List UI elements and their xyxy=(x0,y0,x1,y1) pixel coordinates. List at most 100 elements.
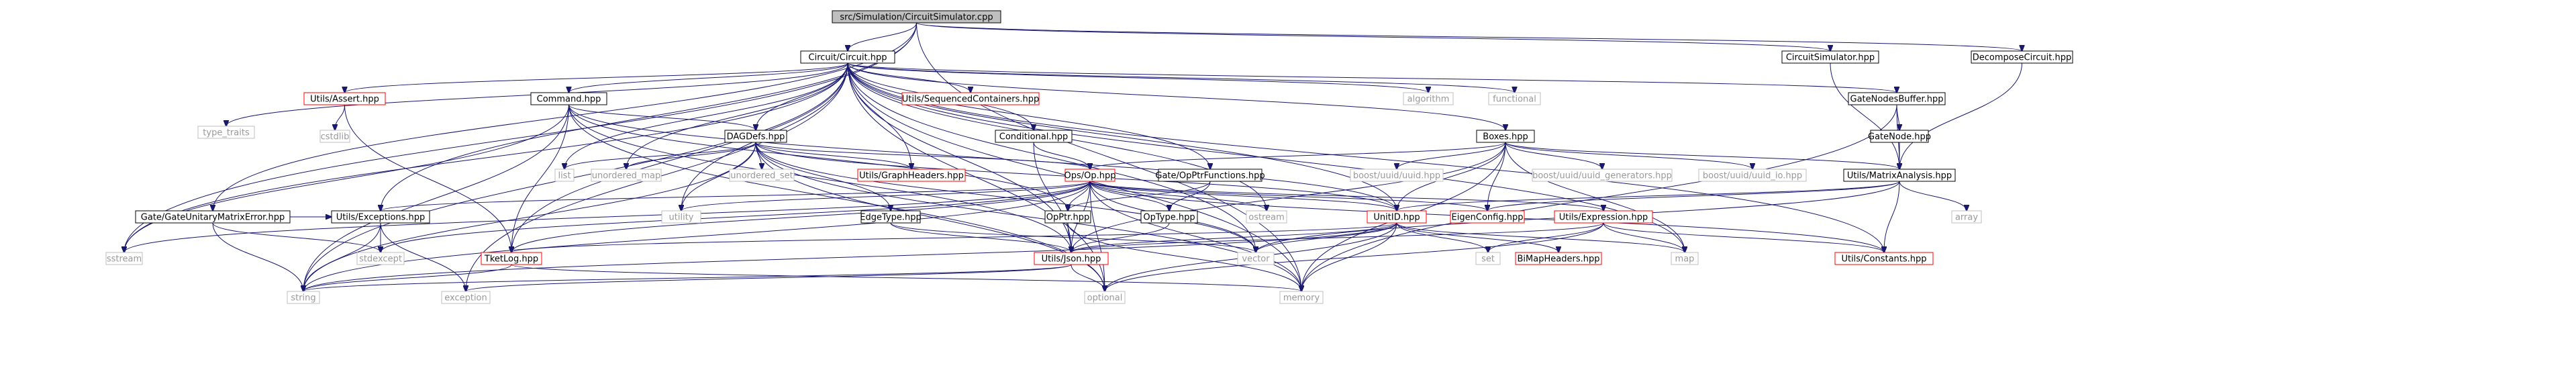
edge-root-to-decompose xyxy=(916,22,2022,51)
node-conditional[interactable]: Conditional.hpp xyxy=(995,130,1073,143)
node-label: Utils/Assert.hpp xyxy=(310,95,379,105)
node-label: Utils/Constants.hpp xyxy=(1841,254,1926,265)
node-label: set xyxy=(1481,254,1495,265)
edge-circuit-to-vector xyxy=(847,62,1256,252)
node-constants[interactable]: Utils/Constants.hpp xyxy=(1834,252,1934,265)
edges-layer xyxy=(124,22,2022,291)
edge-assert-to-tketlog xyxy=(344,104,512,252)
node-label: Utils/Json.hpp xyxy=(1042,254,1101,265)
edge-boxes-to-uuid_gen xyxy=(1505,142,1602,169)
node-box xyxy=(1367,210,1427,224)
node-box xyxy=(857,169,966,182)
node-circuit[interactable]: Circuit/Circuit.hpp xyxy=(800,50,895,64)
edge-matrixanalysis-to-eigenconfig xyxy=(1487,181,1900,211)
node-gatenode[interactable]: GateNode.hpp xyxy=(1868,130,1931,143)
edge-json-to-exception xyxy=(466,264,1072,291)
node-box xyxy=(1350,169,1444,182)
edge-opsop-to-unitid xyxy=(1089,181,1397,211)
edge-opsop-to-optype xyxy=(1089,181,1169,211)
node-box xyxy=(1237,252,1275,265)
node-expression[interactable]: Utils/Expression.hpp xyxy=(1554,210,1653,224)
node-unitid[interactable]: UnitID.hpp xyxy=(1367,210,1427,224)
node-bimap[interactable]: BiMapHeaders.hpp xyxy=(1515,252,1602,265)
edge-circuit-to-constants xyxy=(847,62,1884,252)
node-label: UnitID.hpp xyxy=(1373,213,1420,223)
node-label: EigenConfig.hpp xyxy=(1452,213,1524,223)
node-opptrfunc[interactable]: Gate/OpPtrFunctions.hpp xyxy=(1155,169,1265,182)
node-box xyxy=(356,252,405,265)
node-boxes[interactable]: Boxes.hpp xyxy=(1476,130,1535,143)
node-memory: memory xyxy=(1279,291,1324,304)
edge-edgetype-to-vector xyxy=(890,222,1256,252)
node-gatenodesbuffer[interactable]: GateNodesBuffer.hpp xyxy=(1848,92,1946,105)
node-box xyxy=(135,210,291,224)
node-box xyxy=(1698,169,1807,182)
node-box xyxy=(1781,50,1879,64)
node-label: Ops/Op.hpp xyxy=(1064,171,1116,181)
node-opptr[interactable]: OpPtr.hpp xyxy=(1044,210,1091,224)
node-label: Utils/SequencedContainers.hpp xyxy=(902,95,1040,105)
node-opsop[interactable]: Ops/Op.hpp xyxy=(1064,169,1116,182)
node-seqcont[interactable]: Utils/SequencedContainers.hpp xyxy=(901,92,1040,105)
node-circuitsim[interactable]: CircuitSimulator.hpp xyxy=(1781,50,1879,64)
node-tketlog[interactable]: TketLog.hpp xyxy=(481,252,542,265)
edge-boxes-to-uuid xyxy=(1397,142,1506,169)
edge-edgetype-to-json xyxy=(890,222,1071,252)
node-exceptions[interactable]: Utils/Exceptions.hpp xyxy=(331,210,430,224)
edge-dagdefs-to-list xyxy=(564,142,756,169)
node-label: Utils/Expression.hpp xyxy=(1559,213,1648,223)
node-eigenconfig[interactable]: EigenConfig.hpp xyxy=(1450,210,1525,224)
edge-opsop-to-stdexcept xyxy=(381,181,1091,252)
node-box xyxy=(441,291,491,304)
node-set: set xyxy=(1475,252,1501,265)
node-box xyxy=(319,130,350,143)
node-box xyxy=(105,252,143,265)
node-box xyxy=(287,291,320,304)
node-exception: exception xyxy=(441,291,491,304)
node-decompose[interactable]: DecomposeCircuit.hpp xyxy=(1971,50,2073,64)
edge-command-to-sstream xyxy=(124,104,569,252)
node-dagdefs[interactable]: DAGDefs.hpp xyxy=(724,130,787,143)
node-assert[interactable]: Utils/Assert.hpp xyxy=(303,92,386,105)
edge-expression-to-set xyxy=(1488,222,1604,252)
edge-circuit-to-opptrfunc xyxy=(847,62,1210,169)
node-optype[interactable]: OpType.hpp xyxy=(1140,210,1198,224)
node-label: CircuitSimulator.hpp xyxy=(1786,53,1875,63)
node-label: boost/uuid/uuid.hpp xyxy=(1353,171,1440,181)
node-label: src/Simulation/CircuitSimulator.cpp xyxy=(840,13,993,23)
node-string: string xyxy=(287,291,320,304)
nodes-layer: src/Simulation/CircuitSimulator.cppCircu… xyxy=(105,10,2073,304)
edge-unitid-to-memory xyxy=(1301,222,1397,291)
node-box xyxy=(1515,252,1602,265)
node-label: TketLog.hpp xyxy=(484,254,538,265)
edge-decompose-to-matrixanalysis xyxy=(1899,62,2022,169)
node-box xyxy=(995,130,1073,143)
edge-gateunitary-to-string xyxy=(212,222,303,291)
edge-circuit-to-dagdefs xyxy=(756,62,848,130)
node-command[interactable]: Command.hpp xyxy=(530,92,607,105)
node-gateunitary[interactable]: Gate/GateUnitaryMatrixError.hpp xyxy=(135,210,291,224)
node-edgetype[interactable]: EdgeType.hpp xyxy=(860,210,922,224)
edge-command-to-unitid xyxy=(568,104,1397,211)
edge-dagdefs-to-graphheaders xyxy=(755,142,911,169)
node-box xyxy=(1246,210,1287,224)
edge-boxes-to-matrixanalysis xyxy=(1505,142,1899,169)
edge-exceptions-to-exception xyxy=(380,222,466,291)
edge-circuit-to-list xyxy=(564,62,848,169)
node-label: list xyxy=(558,171,571,181)
node-label: EdgeType.hpp xyxy=(860,213,921,223)
node-graphheaders[interactable]: Utils/GraphHeaders.hpp xyxy=(857,169,966,182)
edge-opsop-to-string xyxy=(303,181,1091,291)
edge-command-to-dagdefs xyxy=(568,104,756,130)
edge-root-to-circuitsim xyxy=(916,22,1831,51)
edge-dagdefs-to-unordered_map xyxy=(626,142,756,169)
edge-opsop-to-tketlog xyxy=(511,181,1091,252)
node-box xyxy=(1834,252,1934,265)
node-label: map xyxy=(1675,254,1695,265)
edge-opsop-to-opptr xyxy=(1068,181,1091,211)
node-label: Conditional.hpp xyxy=(999,132,1069,142)
node-list: list xyxy=(554,169,575,182)
node-matrixanalysis[interactable]: Utils/MatrixAnalysis.hpp xyxy=(1843,169,1956,182)
node-json[interactable]: Utils/Json.hpp xyxy=(1034,252,1109,265)
node-unordered_map: unordered_map xyxy=(591,169,662,182)
